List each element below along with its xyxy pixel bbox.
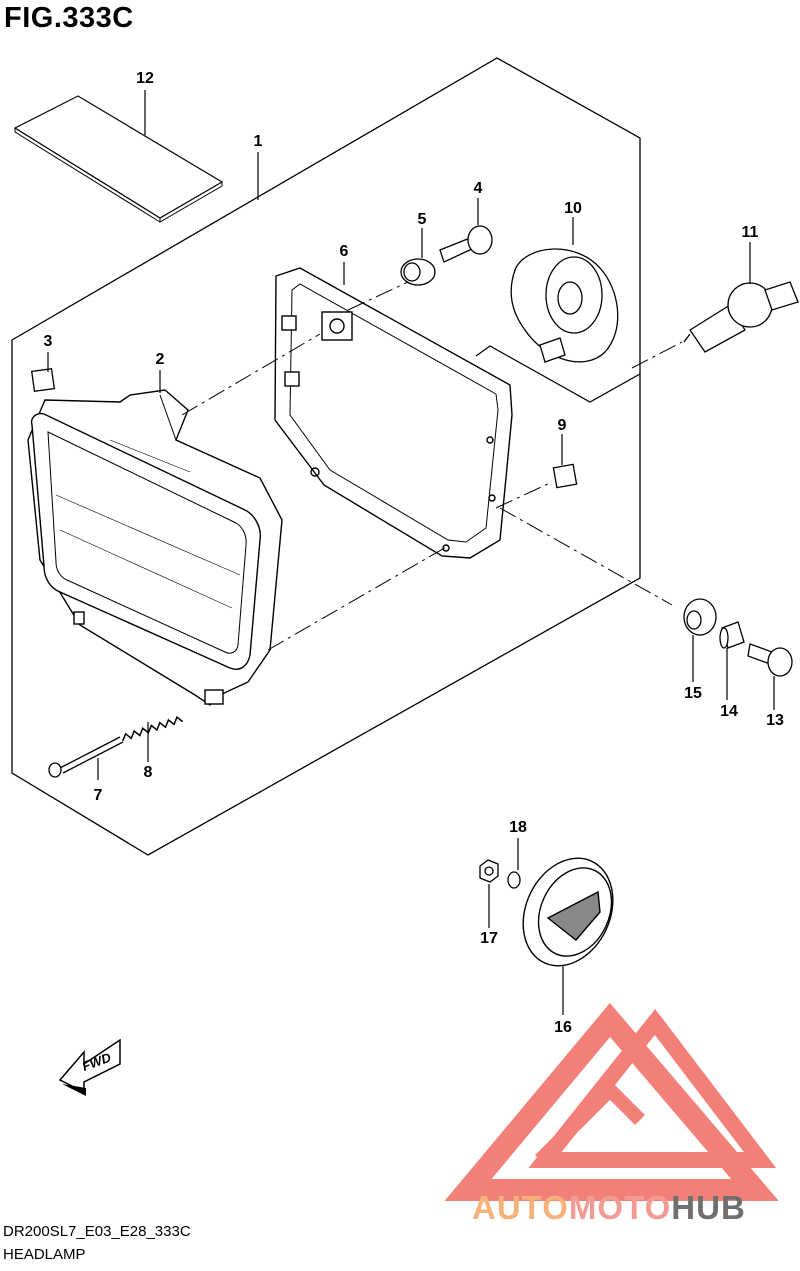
brand-part-hub: HUB <box>671 1189 746 1226</box>
callout-13: 13 <box>766 712 784 729</box>
callout-numbers: 12 1 3 2 4 5 6 10 11 9 7 8 15 14 13 18 1… <box>44 70 784 1036</box>
watermark-brand: AUTOMOTOHUB <box>472 1189 746 1227</box>
brand-part-moto: MOTO <box>568 1189 672 1226</box>
part-17-nut <box>479 859 499 883</box>
figure-title: FIG.333C <box>4 2 134 34</box>
part-16-position-lamp <box>522 857 614 967</box>
callout-1: 1 <box>254 133 263 150</box>
callout-16: 16 <box>554 1019 572 1036</box>
callout-17: 17 <box>480 930 498 947</box>
callout-8: 8 <box>144 764 153 781</box>
callout-14: 14 <box>720 703 738 720</box>
part-2-headlamp-unit <box>27 389 283 706</box>
callout-15: 15 <box>684 685 702 702</box>
socket-boundary <box>475 345 641 403</box>
callout-6: 6 <box>340 243 349 260</box>
callout-5: 5 <box>418 211 427 228</box>
callout-7: 7 <box>94 787 103 804</box>
callout-9: 9 <box>558 417 567 434</box>
callout-18: 18 <box>509 819 527 836</box>
callout-11: 11 <box>742 224 759 241</box>
part-5-grommet <box>400 258 436 286</box>
part-6-rim <box>274 267 513 559</box>
callout-12: 12 <box>136 70 154 87</box>
part-4-bolt <box>439 225 493 263</box>
fwd-arrow-icon: FWD <box>58 1038 121 1096</box>
part-13-bolt <box>747 643 793 677</box>
part-3-nut <box>30 367 56 393</box>
figure-caption: HEADLAMP <box>3 1246 86 1263</box>
part-12-label-sheet <box>13 95 224 219</box>
callout-3: 3 <box>44 333 53 350</box>
assembly-lines <box>181 281 683 651</box>
part-7-screw <box>48 736 124 778</box>
brand-part-auto: AUTO <box>472 1189 569 1226</box>
callout-10: 10 <box>564 200 582 217</box>
part-11-bulb <box>683 281 799 353</box>
callout-4: 4 <box>474 180 483 197</box>
part-14-collar <box>719 621 745 649</box>
assembly-boundary <box>11 57 641 856</box>
part-10-socket-cover <box>510 248 619 363</box>
part-18-washer <box>507 871 521 889</box>
part-9-clip-nut <box>552 463 578 489</box>
model-code: DR200SL7_E03_E28_333C <box>3 1223 191 1240</box>
part-8-spring <box>122 715 184 742</box>
callout-2: 2 <box>156 351 165 368</box>
leader-lines <box>47 90 775 1015</box>
part-15-grommet <box>683 598 717 636</box>
watermark-logo <box>444 1002 779 1201</box>
